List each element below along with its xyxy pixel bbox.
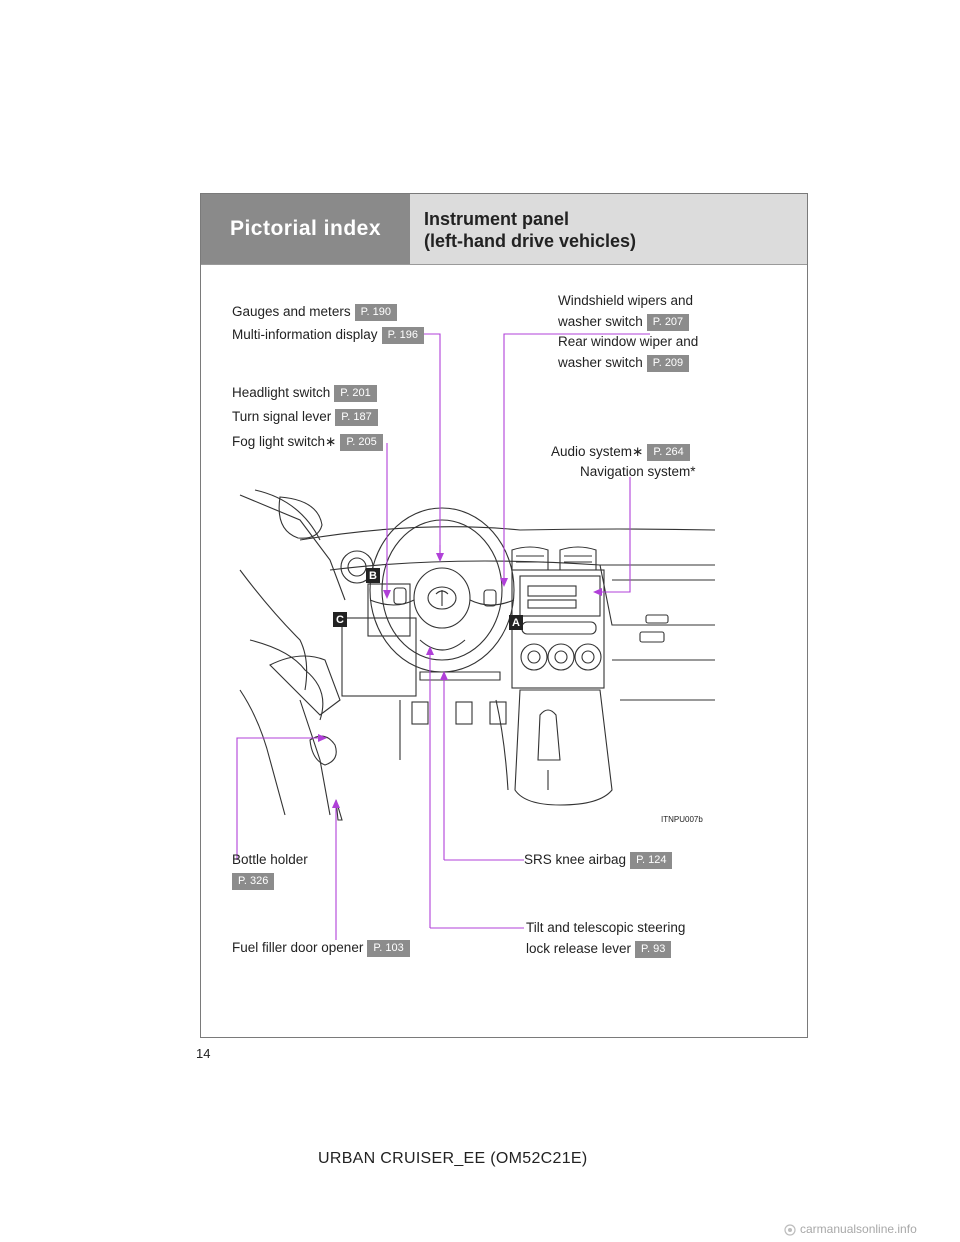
page-ref-tilt[interactable]: P. 93 bbox=[635, 941, 672, 958]
page-ref-gauges[interactable]: P. 190 bbox=[354, 304, 397, 321]
label-headlight-text: Headlight switch bbox=[232, 385, 331, 401]
section-title: Pictorial index bbox=[201, 194, 410, 264]
dashboard-line-art bbox=[239, 489, 716, 821]
page-ref-rear-wiper[interactable]: P. 209 bbox=[646, 355, 690, 372]
label-multi-info-text: Multi-information display bbox=[232, 327, 378, 343]
page-frame: Pictorial index Instrument panel (left-h… bbox=[200, 193, 808, 1038]
label-rear-wiper-line1: Rear window wiper and bbox=[558, 334, 699, 349]
page-ref-turn-signal[interactable]: P. 187 bbox=[335, 409, 378, 426]
label-srs-knee-text: SRS knee airbag bbox=[524, 852, 627, 868]
page-ref-bottle-holder-wrap: P. 326 bbox=[232, 873, 275, 890]
document-footer: URBAN CRUISER_EE (OM52C21E) bbox=[318, 1150, 588, 1167]
leader-arrowheads bbox=[318, 553, 602, 808]
page-ref-srs-knee[interactable]: P. 124 bbox=[630, 852, 673, 869]
label-audio: Audio system∗P. 264 bbox=[551, 444, 690, 461]
page-ref-headlight[interactable]: P. 201 bbox=[334, 385, 377, 402]
leader-lines bbox=[236, 333, 650, 940]
page-ref-bottle-holder[interactable]: P. 326 bbox=[232, 873, 275, 890]
label-tilt-line1: Tilt and telescopic steering bbox=[526, 920, 686, 935]
page-ref-wipers[interactable]: P. 207 bbox=[646, 314, 690, 331]
callout-a: A bbox=[512, 617, 520, 629]
page-ref-fog-light[interactable]: P. 205 bbox=[340, 434, 383, 451]
page-ref-audio[interactable]: P. 264 bbox=[647, 444, 690, 461]
watermark-logo-icon bbox=[784, 1224, 796, 1236]
label-wipers-line1: Windshield wipers and bbox=[558, 293, 694, 308]
label-fog-light-text: Fog light switch∗ bbox=[232, 434, 337, 450]
label-audio-text: Audio system∗ bbox=[551, 444, 644, 460]
page-number: 14 bbox=[196, 1046, 211, 1061]
label-navigation: Navigation system* bbox=[580, 464, 696, 479]
label-wipers-text: washer switch bbox=[558, 314, 643, 330]
label-fog-light: Fog light switch∗P. 205 bbox=[232, 434, 383, 451]
label-rear-wiper-text: washer switch bbox=[558, 355, 643, 371]
callout-b: B bbox=[369, 570, 377, 582]
illustration-code: ITNPU007b bbox=[661, 815, 703, 824]
label-bottle-holder: Bottle holder bbox=[232, 852, 308, 867]
callout-boxes bbox=[333, 568, 523, 630]
page-title-line1: Instrument panel bbox=[424, 209, 570, 229]
page-title-line2: (left-hand drive vehicles) bbox=[424, 231, 637, 251]
label-fuel-filler-text: Fuel filler door opener bbox=[232, 940, 364, 956]
label-gauges-text: Gauges and meters bbox=[232, 304, 351, 320]
label-turn-signal-text: Turn signal lever bbox=[232, 409, 332, 425]
page-ref-multi-info[interactable]: P. 196 bbox=[381, 327, 424, 344]
label-tilt-text: lock release lever bbox=[526, 941, 632, 957]
page-ref-fuel-filler[interactable]: P. 103 bbox=[367, 940, 410, 957]
watermark[interactable]: carmanualsonline.info bbox=[800, 1222, 917, 1236]
page-title: Instrument panel (left-hand drive vehicl… bbox=[410, 194, 807, 264]
callout-c: C bbox=[336, 614, 344, 626]
header-divider bbox=[201, 264, 807, 265]
